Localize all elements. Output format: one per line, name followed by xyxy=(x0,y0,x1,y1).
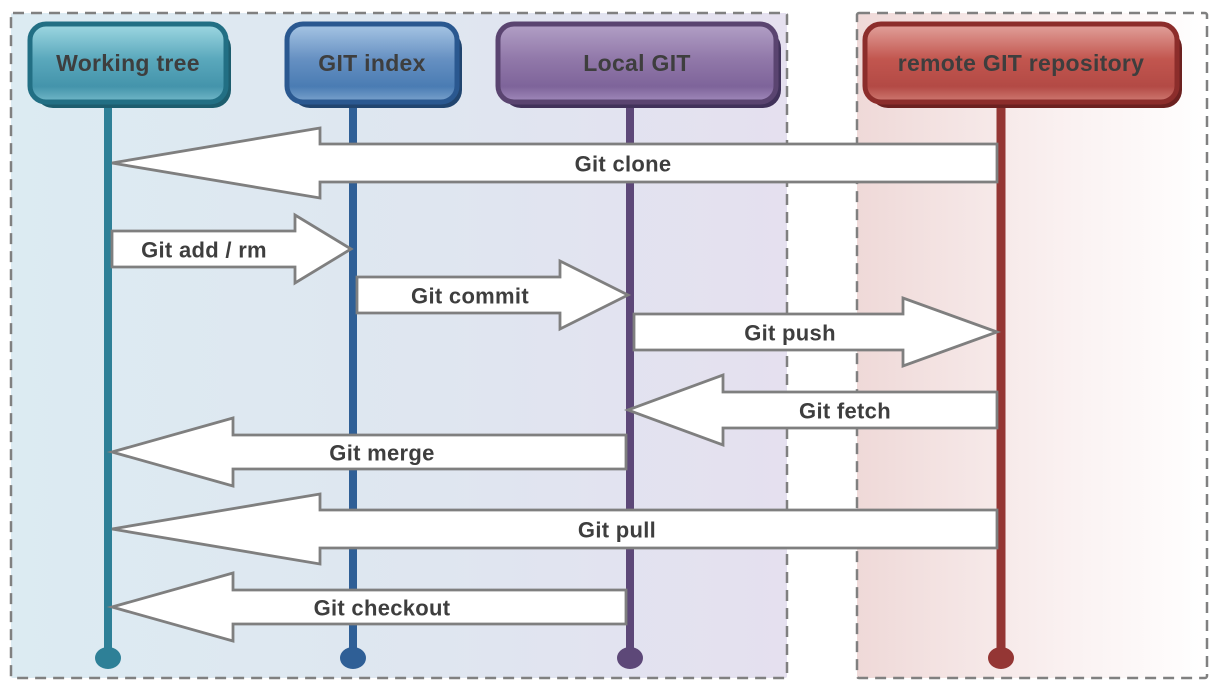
git-index-box xyxy=(284,21,460,105)
git-index-lifeline-end-dot xyxy=(340,647,366,669)
git-merge-arrow-label: Git merge xyxy=(329,441,434,466)
git-fetch-arrow-label: Git fetch xyxy=(799,399,891,424)
git-clone-arrow-label: Git clone xyxy=(575,152,672,177)
git-fetch-arrow xyxy=(623,372,999,448)
remote-git-repository-box xyxy=(862,21,1180,105)
git-add-rm-arrow xyxy=(110,212,354,286)
lifelines xyxy=(95,103,1014,669)
git-checkout-arrow xyxy=(106,571,628,643)
git-push-arrow xyxy=(632,296,1002,368)
flow-arrows: Git clone Git add / rm Git commit Git pu… xyxy=(106,126,1002,643)
git-clone-arrow xyxy=(111,126,999,200)
working-tree-box xyxy=(27,21,229,105)
git-index-label: GIT index xyxy=(318,50,426,76)
git-checkout-arrow-label: Git checkout xyxy=(314,596,451,621)
git-merge-arrow xyxy=(106,416,628,488)
git-add-rm-arrow-label: Git add / rm xyxy=(141,238,267,263)
remote-git-repository-lifeline-end-dot xyxy=(988,647,1014,669)
working-tree-lifeline-end-dot xyxy=(95,647,121,669)
local-git-lifeline-end-dot xyxy=(617,647,643,669)
working-tree-label: Working tree xyxy=(56,50,200,76)
git-commit-arrow-label: Git commit xyxy=(411,284,529,309)
remote-git-repository-label: remote GIT repository xyxy=(898,50,1145,76)
git-pull-arrow xyxy=(111,492,999,566)
git-push-arrow-label: Git push xyxy=(744,321,836,346)
git-pull-arrow-label: Git pull xyxy=(578,518,656,543)
git-commit-arrow xyxy=(355,258,632,332)
local-git-label: Local GIT xyxy=(583,50,691,76)
actor-boxes: Working tree GIT index Local GIT remote … xyxy=(27,21,1182,108)
local-git-box xyxy=(495,21,779,105)
